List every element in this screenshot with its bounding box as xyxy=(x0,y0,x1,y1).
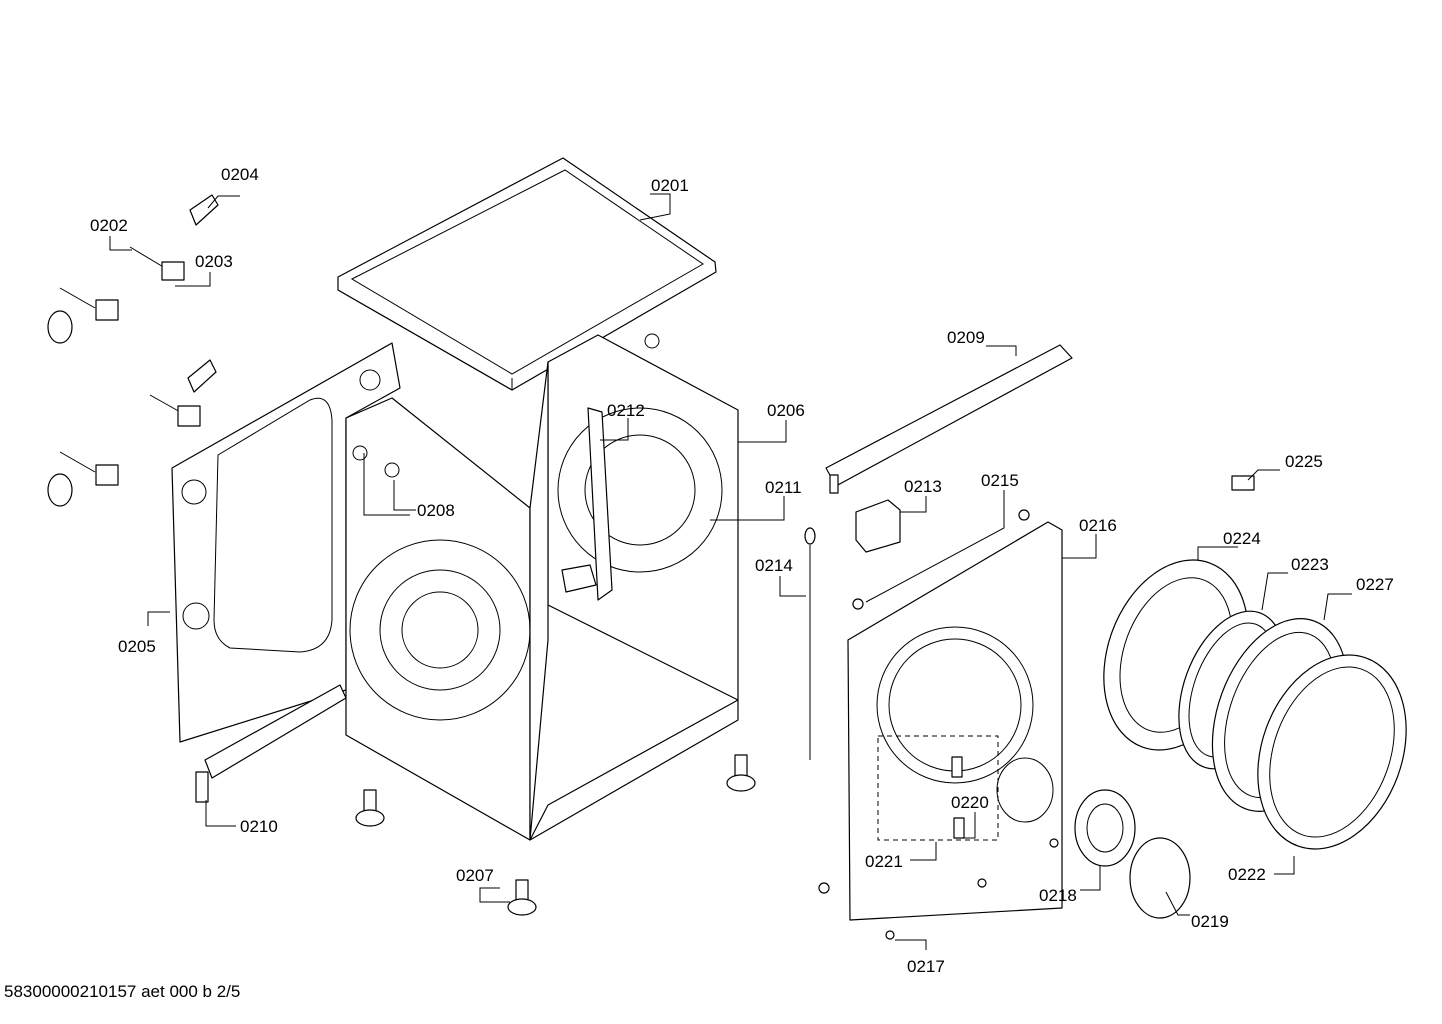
callout-0207: 0207 xyxy=(456,866,494,885)
callout-0208: 0208 xyxy=(417,501,455,520)
part-screws xyxy=(818,509,1059,940)
callout-0206: 0206 xyxy=(767,401,805,420)
document-id: 58300000210157 aet 000 b 2/5 xyxy=(4,982,241,1001)
part-door-lock xyxy=(1074,789,1191,919)
callout-0203: 0203 xyxy=(195,252,233,271)
callout-0209: 0209 xyxy=(947,328,985,347)
callout-0216: 0216 xyxy=(1079,516,1117,535)
callout-0222: 0222 xyxy=(1228,865,1266,884)
callout-0221: 0221 xyxy=(865,852,903,871)
part-hinges xyxy=(47,194,219,507)
callout-0201: 0201 xyxy=(651,176,689,195)
callout-0220: 0220 xyxy=(951,793,989,812)
callout-0213: 0213 xyxy=(904,477,942,496)
callout-0204: 0204 xyxy=(221,165,259,184)
part-cabinet xyxy=(345,333,739,841)
callout-0215: 0215 xyxy=(981,471,1019,490)
part-top-rail xyxy=(825,344,1073,494)
callout-0224: 0224 xyxy=(1223,529,1261,548)
callout-0227: 0227 xyxy=(1356,575,1394,594)
part-top-cover xyxy=(337,157,717,391)
part-feet xyxy=(355,754,756,916)
callout-0218: 0218 xyxy=(1039,886,1077,905)
part-front-panel xyxy=(847,521,1063,921)
callout-0210: 0210 xyxy=(240,817,278,836)
leader-lines xyxy=(109,193,1352,950)
part-rod xyxy=(804,527,816,760)
part-side-bracket xyxy=(561,407,613,601)
callout-0219: 0219 xyxy=(1191,912,1229,931)
part-door-rings xyxy=(1103,559,1407,850)
callout-0214: 0214 xyxy=(755,556,793,575)
callout-0202: 0202 xyxy=(90,216,128,235)
callout-0212: 0212 xyxy=(607,401,645,420)
callout-0223: 0223 xyxy=(1291,555,1329,574)
callout-0211: 0211 xyxy=(765,478,802,497)
part-clip xyxy=(1231,475,1255,491)
callout-0205: 0205 xyxy=(118,637,156,656)
part-control-module xyxy=(855,499,901,553)
callout-0225: 0225 xyxy=(1285,452,1323,471)
callout-0217: 0217 xyxy=(907,957,945,976)
